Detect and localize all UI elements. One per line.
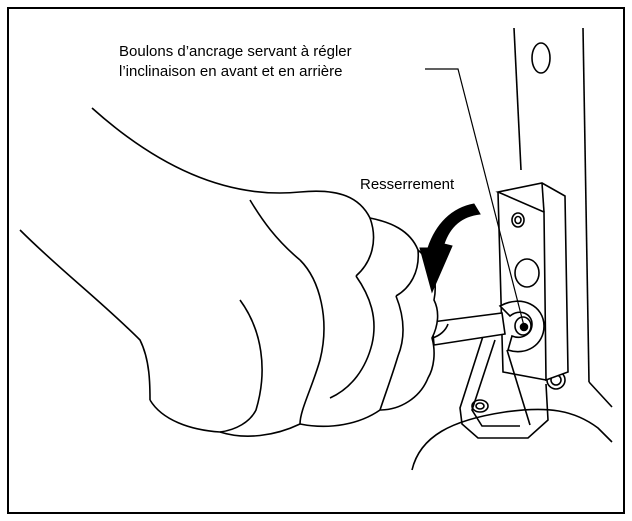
cabinet-hole-mid — [514, 258, 540, 288]
bracket-bolt-top — [511, 212, 525, 228]
border-frame — [7, 7, 625, 514]
anchor-bolts-callout-line2: l’inclinaison en avant et en arrière — [119, 63, 343, 80]
tightening-label: Resserrement — [360, 176, 455, 193]
cabinet-hole-top — [531, 42, 551, 74]
wrench — [431, 300, 545, 353]
anchor-bolts-callout: Boulons d’ancrage servant à régler l’inc… — [119, 42, 352, 82]
callout-leader-line — [425, 68, 525, 327]
support-foot — [459, 329, 549, 439]
foot-bolt — [471, 399, 489, 413]
leveling-bracket — [495, 182, 569, 382]
curved-arrow-clockwise-icon — [419, 203, 481, 294]
floor-line — [411, 408, 613, 471]
hand — [19, 107, 449, 437]
anchor-bolts-callout-line1: Boulons d’ancrage servant à régler — [119, 43, 352, 60]
